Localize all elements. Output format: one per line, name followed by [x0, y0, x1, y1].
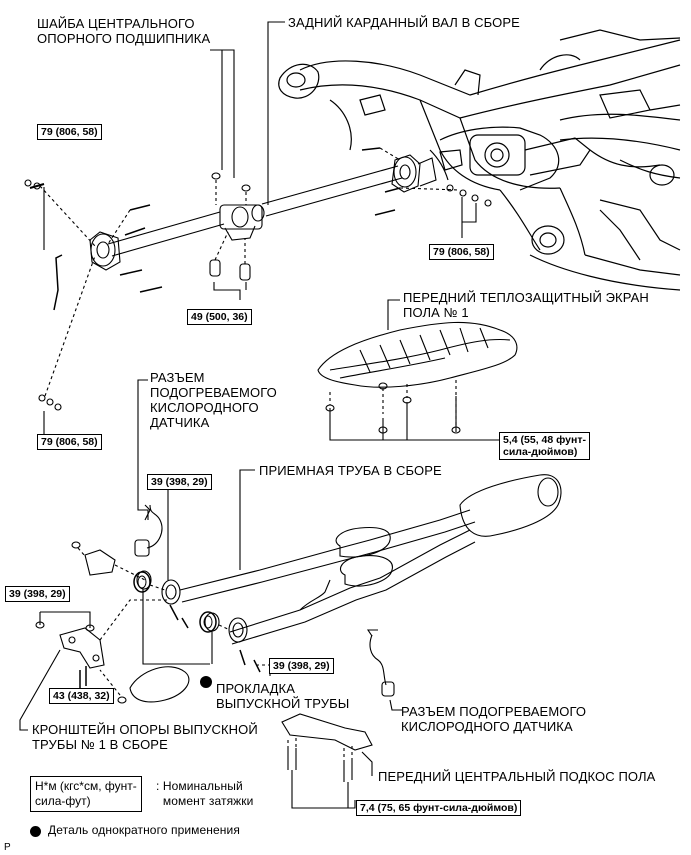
label-center-bearing-washer: ШАЙБА ЦЕНТРАЛЬНОГО ОПОРНОГО ПОДШИПНИКА — [37, 16, 211, 46]
torque-box: 43 (438, 32) — [49, 688, 114, 704]
label-rear-propeller-shaft: ЗАДНИЙ КАРДАННЫЙ ВАЛ В СБОРЕ — [288, 15, 520, 30]
label-exhaust-pipe-gasket: ПРОКЛАДКА ВЫПУСКНОЙ ТРУБЫ — [216, 681, 350, 711]
torque-box: 79 (806, 58) — [429, 244, 494, 260]
label-front-floor-heat-insulator: ПЕРЕДНИЙ ТЕПЛОЗАЩИТНЫЙ ЭКРАН ПОЛА № 1 — [403, 290, 649, 320]
legend-unit-description: : Номинальный момент затяжки — [156, 779, 254, 808]
label-exhaust-support-bracket: КРОНШТЕЙН ОПОРЫ ВЫПУСКНОЙ ТРУБЫ № 1 В СБ… — [32, 722, 258, 752]
exhaust-pipe — [134, 474, 562, 673]
propeller-shaft — [89, 154, 437, 271]
torque-box: 39 (398, 29) — [5, 586, 70, 602]
torque-box: 79 (806, 58) — [37, 434, 102, 450]
torque-box: 39 (398, 29) — [269, 658, 334, 674]
footer-code: P — [4, 842, 11, 853]
prop-shaft-bolts — [24, 147, 492, 411]
label-heated-oxygen-sensor-connector-upper: РАЗЪЕМ ПОДОГРЕВАЕМОГО КИСЛОРОДНОГО ДАТЧИ… — [150, 370, 277, 430]
legend-non-reusable-part: Деталь однократного применения — [48, 823, 240, 837]
non-reusable-part-icon — [30, 826, 41, 837]
torque-box: 79 (806, 58) — [37, 124, 102, 140]
non-reusable-marker-gasket — [200, 676, 212, 688]
torque-box: 49 (500, 36) — [187, 309, 252, 325]
center-floor-brace — [281, 713, 373, 809]
torque-box: 5,4 (55, 48 фунт- сила-дюймов) — [499, 432, 590, 460]
legend-unit-box: Н*м (кгс*см, фунт- сила-фут) — [30, 776, 142, 812]
label-front-exhaust-pipe: ПРИЕМНАЯ ТРУБА В СБОРЕ — [259, 463, 442, 478]
torque-box: 39 (398, 29) — [147, 474, 212, 490]
rear-suspension-member — [278, 29, 681, 291]
torque-box: 7,4 (75, 65 фунт-сила-дюймов) — [356, 800, 522, 816]
label-heated-oxygen-sensor-connector-lower: РАЗЪЕМ ПОДОГРЕВАЕМОГО КИСЛОРОДНОГО ДАТЧИ… — [401, 704, 587, 734]
heat-insulator — [317, 299, 518, 441]
label-front-center-floor-brace: ПЕРЕДНИЙ ЦЕНТРАЛЬНЫЙ ПОДКОС ПОЛА — [378, 769, 656, 784]
